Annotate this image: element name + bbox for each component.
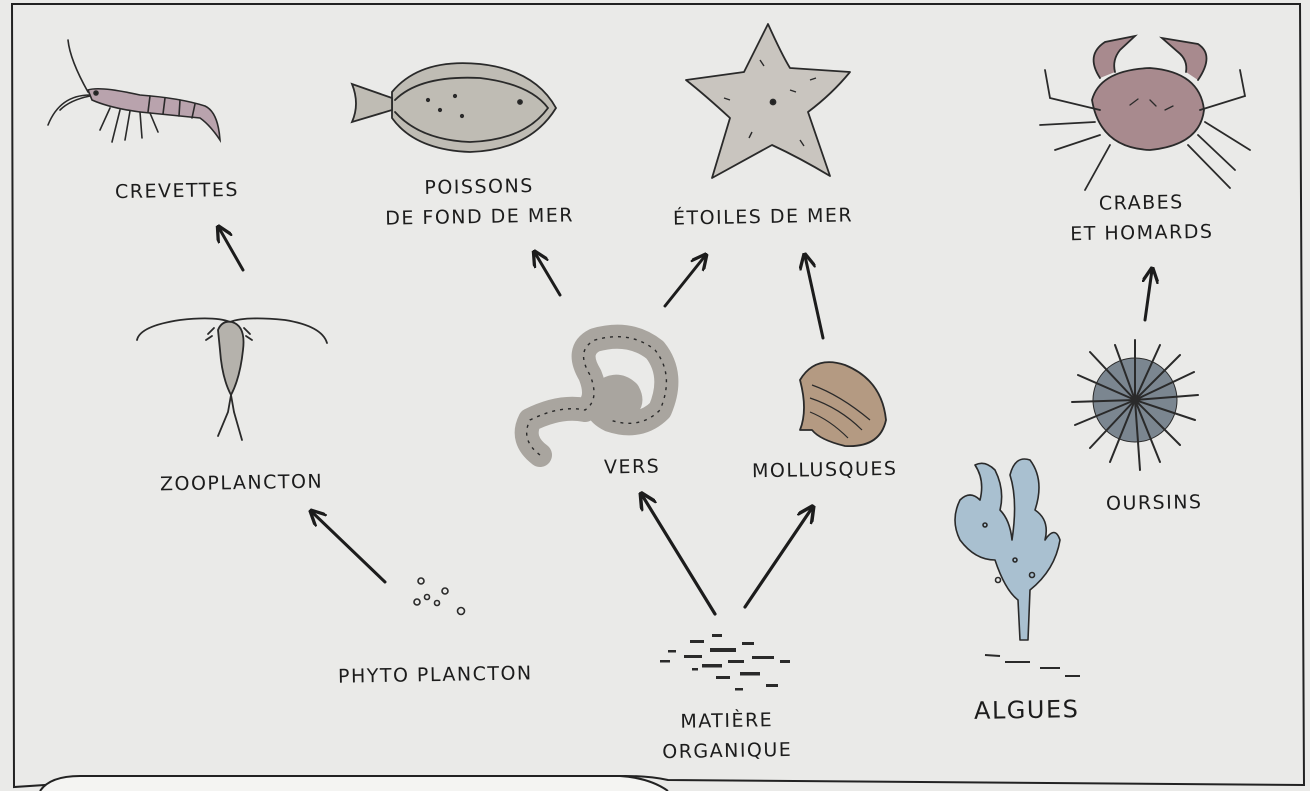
arrow-vers-to-etoiles: [665, 256, 705, 306]
arrow-oursins-to-crabes: [1145, 270, 1152, 320]
label-matiere-organique: MATIÈRE ORGANIQUE: [661, 705, 792, 767]
copepod-icon: [137, 318, 327, 440]
arrow-vers-to-poissons: [535, 253, 560, 295]
seaweed-icon: [955, 459, 1080, 676]
shrimp-icon: [48, 40, 220, 142]
label-etoiles-de-mer: ÉTOILES DE MER: [673, 200, 854, 233]
starfish-icon: [686, 24, 850, 178]
phytoplankton-dots-icon: [414, 578, 465, 615]
label-poissons-de-fond-de-mer: POISSONS DE FOND DE MER: [384, 170, 574, 233]
label-phytoplancton: PHYTO PLANCTON: [338, 658, 533, 691]
label-mollusques: MOLLUSQUES: [752, 454, 898, 487]
flatfish-icon: [352, 63, 556, 152]
worm-icon: [527, 337, 667, 455]
arrow-matiere-to-vers: [642, 495, 715, 614]
clam-shell-icon: [800, 362, 886, 446]
sea-urchin-icon: [1072, 340, 1198, 470]
speech-bubble-edge: [40, 776, 668, 791]
label-zooplancton: ZOOPLANCTON: [160, 467, 324, 500]
arrow-zooplancton-to-crevettes: [219, 228, 243, 270]
arrow-phytoplancton-to-zooplancton: [312, 512, 385, 582]
crab-icon: [1040, 36, 1250, 190]
label-vers: VERS: [604, 452, 661, 483]
label-oursins: OURSINS: [1106, 487, 1203, 519]
arrow-mollusques-to-etoiles: [805, 256, 823, 338]
arrow-matiere-to-mollusques: [745, 508, 812, 607]
label-crabes-et-homards: CRABES ET HOMARDS: [1069, 187, 1213, 249]
label-crevettes: CREVETTES: [115, 175, 239, 207]
label-algues: ALGUES: [974, 694, 1080, 726]
organic-matter-specks-icon: [660, 634, 790, 691]
